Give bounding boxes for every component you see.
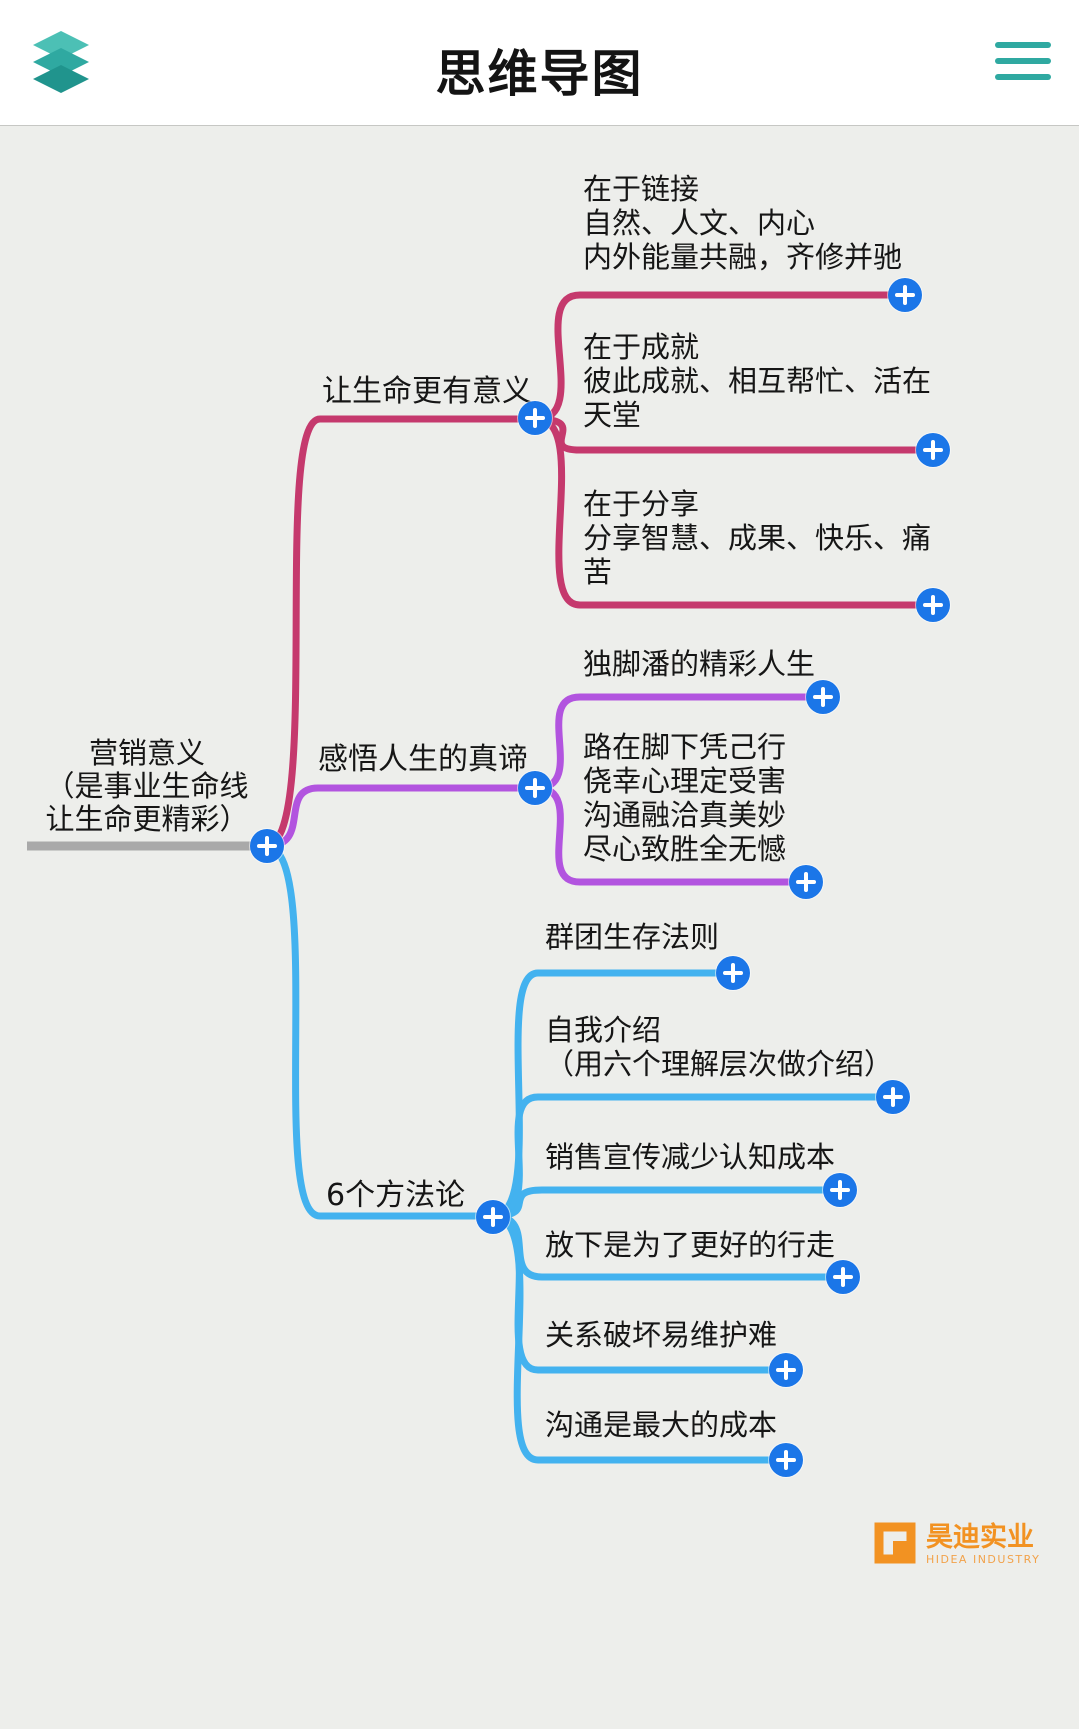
node-text-line: 让生命更精彩）	[45, 802, 249, 836]
node-text-line: 沟通融洽真美妙	[583, 798, 787, 832]
node-text-line: 自然、人文、内心	[583, 206, 816, 240]
node-text-line: 放下是为了更好的行走	[545, 1228, 836, 1262]
child-node[interactable]: 群团生存法则	[545, 920, 719, 954]
child-node[interactable]: 在于分享 分享智慧、成果、快乐、痛 苦	[583, 487, 931, 589]
add-node-button[interactable]	[518, 401, 552, 435]
child-node[interactable]: 自我介绍 （用六个理解层次做介绍）	[545, 1013, 893, 1081]
watermark-logo: 昊迪实业 HIDEA INDUSTRY	[872, 1520, 1040, 1570]
node-text-line: 彼此成就、相互帮忙、活在	[583, 364, 932, 398]
branch-purple-child1	[533, 693, 825, 792]
node-text-line: 侥幸心理定受害	[583, 764, 787, 798]
child-node[interactable]: 销售宣传减少认知成本	[545, 1140, 835, 1174]
menu-bar	[995, 42, 1051, 48]
child-node[interactable]: 沟通是最大的成本	[545, 1408, 777, 1442]
watermark-subtitle: HIDEA INDUSTRY	[926, 1553, 1041, 1566]
node-text-line: 销售宣传减少认知成本	[545, 1140, 836, 1174]
menu-bar	[995, 58, 1051, 64]
page-title: 思维导图	[435, 45, 644, 103]
root-node[interactable]: 营销意义 （是事业生命线 让生命更精彩）	[26, 737, 268, 836]
add-node-button[interactable]	[876, 1080, 910, 1114]
node-text-line: 营销意义	[88, 736, 205, 770]
branch-red-child3	[533, 415, 935, 609]
add-node-button[interactable]	[769, 1353, 803, 1387]
branch-red-child2	[533, 415, 935, 454]
node-text-line: 在于链接	[583, 172, 700, 206]
add-node-button[interactable]	[806, 680, 840, 714]
node-text-line: 苦	[583, 555, 613, 589]
branch-node-blue[interactable]: 6个方法论	[326, 1176, 465, 1216]
menu-bar	[995, 74, 1051, 80]
add-node-button[interactable]	[476, 1200, 510, 1234]
node-text-line: 分享智慧、成果、快乐、痛	[583, 521, 932, 555]
add-node-button[interactable]	[916, 433, 950, 467]
branch-red-child1	[533, 291, 907, 423]
add-node-button[interactable]	[769, 1443, 803, 1477]
branch-blue-child2	[489, 1093, 895, 1220]
node-text-line: 路在脚下凭己行	[583, 730, 787, 764]
branch-blue-child6	[489, 1212, 788, 1464]
node-text-line: 群团生存法则	[545, 920, 720, 954]
add-node-button[interactable]	[823, 1173, 857, 1207]
node-text-line: （用六个理解层次做介绍）	[545, 1047, 894, 1081]
node-text-line: 尽心致胜全无憾	[583, 832, 787, 866]
node-text-line: 感悟人生的真谛	[318, 742, 528, 777]
watermark-name: 昊迪实业	[926, 1522, 1034, 1553]
node-text-line: 独脚潘的精彩人生	[583, 647, 816, 681]
child-node[interactable]: 放下是为了更好的行走	[545, 1228, 835, 1262]
branch-node-purple[interactable]: 感悟人生的真谛	[318, 740, 528, 780]
hidea-logo-icon	[872, 1520, 918, 1570]
branch-blue-child1	[489, 969, 735, 1220]
child-node[interactable]: 在于链接 自然、人文、内心 内外能量共融，齐修并驰	[583, 172, 902, 274]
child-node[interactable]: 路在脚下凭己行 侥幸心理定受害 沟通融洽真美妙 尽心致胜全无憾	[583, 730, 786, 866]
node-text-line: 关系破坏易维护难	[545, 1318, 778, 1352]
node-text-line: 天堂	[583, 398, 642, 432]
node-text-line: 自我介绍	[545, 1013, 662, 1047]
layers-icon[interactable]	[28, 28, 94, 96]
node-text-line: 在于分享	[583, 487, 700, 521]
branch-node-red[interactable]: 让生命更有意义	[322, 372, 532, 412]
node-text-line: 让生命更有意义	[322, 374, 532, 409]
node-text-line: 沟通是最大的成本	[545, 1408, 778, 1442]
add-node-button[interactable]	[916, 588, 950, 622]
add-node-button[interactable]	[250, 829, 284, 863]
branch-purple-trunk	[263, 784, 541, 850]
add-node-button[interactable]	[888, 278, 922, 312]
child-node[interactable]: 在于成就 彼此成就、相互帮忙、活在 天堂	[583, 330, 931, 432]
add-node-button[interactable]	[789, 865, 823, 899]
branch-purple-child2	[533, 784, 808, 886]
add-node-button[interactable]	[826, 1260, 860, 1294]
child-node[interactable]: 关系破坏易维护难	[545, 1318, 777, 1352]
node-text-line: 6个方法论	[326, 1178, 466, 1213]
node-text-line: （是事业生命线	[45, 769, 249, 803]
node-text-line: 在于成就	[583, 330, 700, 364]
branch-blue-child3	[489, 1186, 842, 1220]
branch-blue-trunk	[263, 842, 497, 1220]
add-node-button[interactable]	[716, 956, 750, 990]
node-text-line: 内外能量共融，齐修并驰	[583, 240, 903, 274]
branch-red-trunk	[263, 415, 541, 850]
add-node-button[interactable]	[518, 771, 552, 805]
child-node[interactable]: 独脚潘的精彩人生	[583, 647, 815, 681]
menu-icon[interactable]	[995, 42, 1051, 84]
app-header: 思维导图	[0, 0, 1079, 126]
